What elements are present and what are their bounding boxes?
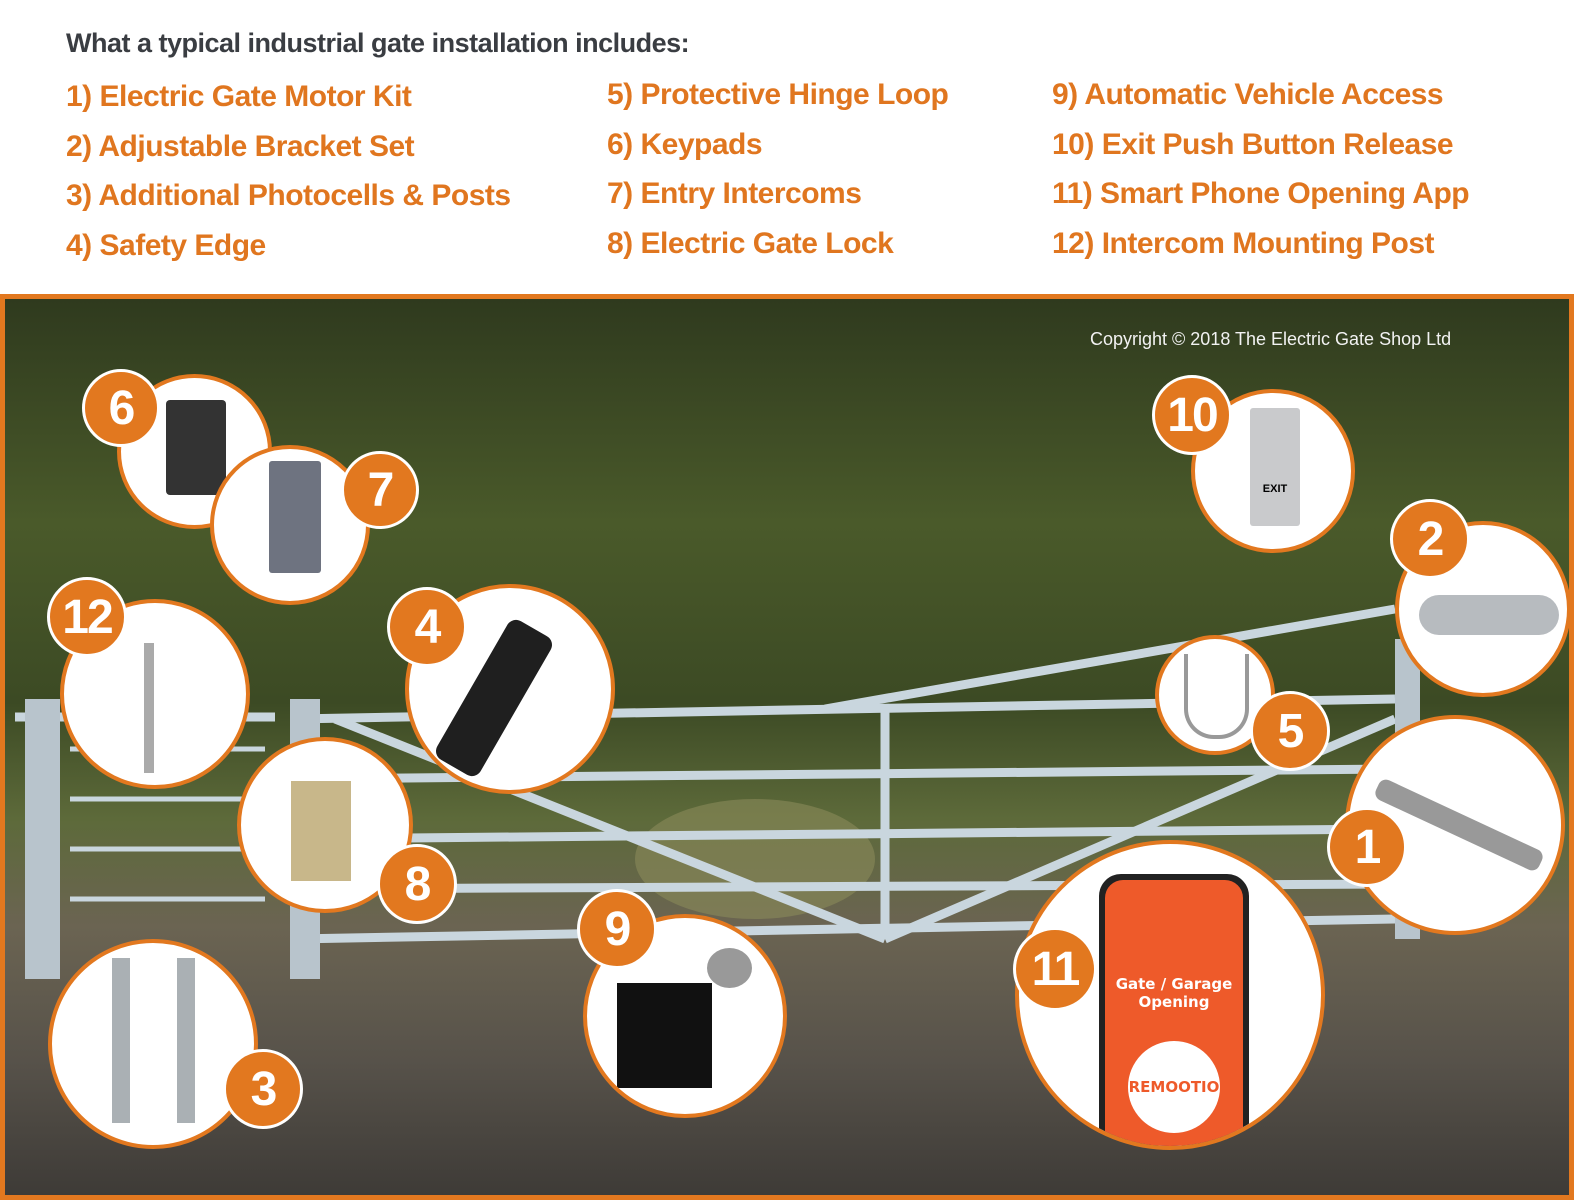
page-title: What a typical industrial gate installat… bbox=[66, 28, 690, 58]
badge-1: 1 bbox=[1327, 807, 1407, 887]
badge-5: 5 bbox=[1250, 691, 1330, 771]
badge-2: 2 bbox=[1390, 499, 1470, 579]
list-item: 1) Electric Gate Motor Kit bbox=[66, 80, 412, 113]
list-item: 5) Protective Hinge Loop bbox=[607, 78, 949, 111]
list-item: 4) Safety Edge bbox=[66, 228, 266, 262]
gate-photo: Copyright © 2018 The Electric Gate Shop … bbox=[0, 294, 1574, 1200]
list-item: 12) Intercom Mounting Post bbox=[1052, 226, 1435, 260]
list-item: 9) Automatic Vehicle Access bbox=[1052, 78, 1444, 111]
remootio-logo: REMOOTIO bbox=[1128, 1041, 1220, 1133]
vehicle-detector-image bbox=[583, 914, 787, 1118]
badge-11: 11 bbox=[1013, 927, 1097, 1011]
badge-3: 3 bbox=[223, 1049, 303, 1129]
exit-label: EXIT bbox=[1250, 408, 1300, 526]
list-column-3: 9) Automatic Vehicle Access 10) Exit Pus… bbox=[1052, 78, 1470, 276]
list-item: 2) Adjustable Bracket Set bbox=[66, 129, 415, 163]
list-column-2: 5) Protective Hinge Loop 6) Keypads 7) E… bbox=[607, 78, 949, 276]
photocell-posts-image bbox=[48, 939, 258, 1149]
list-item: 10) Exit Push Button Release bbox=[1052, 127, 1454, 161]
list-item: 3) Additional Photocells & Posts bbox=[66, 179, 511, 212]
badge-8: 8 bbox=[377, 844, 457, 924]
badge-4: 4 bbox=[387, 587, 467, 667]
badge-7: 7 bbox=[341, 451, 419, 529]
badge-9: 9 bbox=[577, 889, 657, 969]
badge-6: 6 bbox=[82, 369, 160, 447]
list-item: 6) Keypads bbox=[607, 127, 763, 161]
badge-10: 10 bbox=[1152, 375, 1232, 455]
list-column-1: 1) Electric Gate Motor Kit 2) Adjustable… bbox=[66, 80, 511, 278]
list-item: 7) Entry Intercoms bbox=[607, 177, 862, 210]
badge-12: 12 bbox=[47, 577, 127, 657]
copyright-text: Copyright © 2018 The Electric Gate Shop … bbox=[1090, 329, 1452, 349]
safety-edge-image bbox=[405, 584, 615, 794]
intercom-image bbox=[210, 445, 370, 605]
list-item: 8) Electric Gate Lock bbox=[607, 226, 894, 260]
list-item: 11) Smart Phone Opening App bbox=[1052, 177, 1470, 210]
phone-heading: Gate / Garage Opening bbox=[1115, 975, 1233, 1011]
